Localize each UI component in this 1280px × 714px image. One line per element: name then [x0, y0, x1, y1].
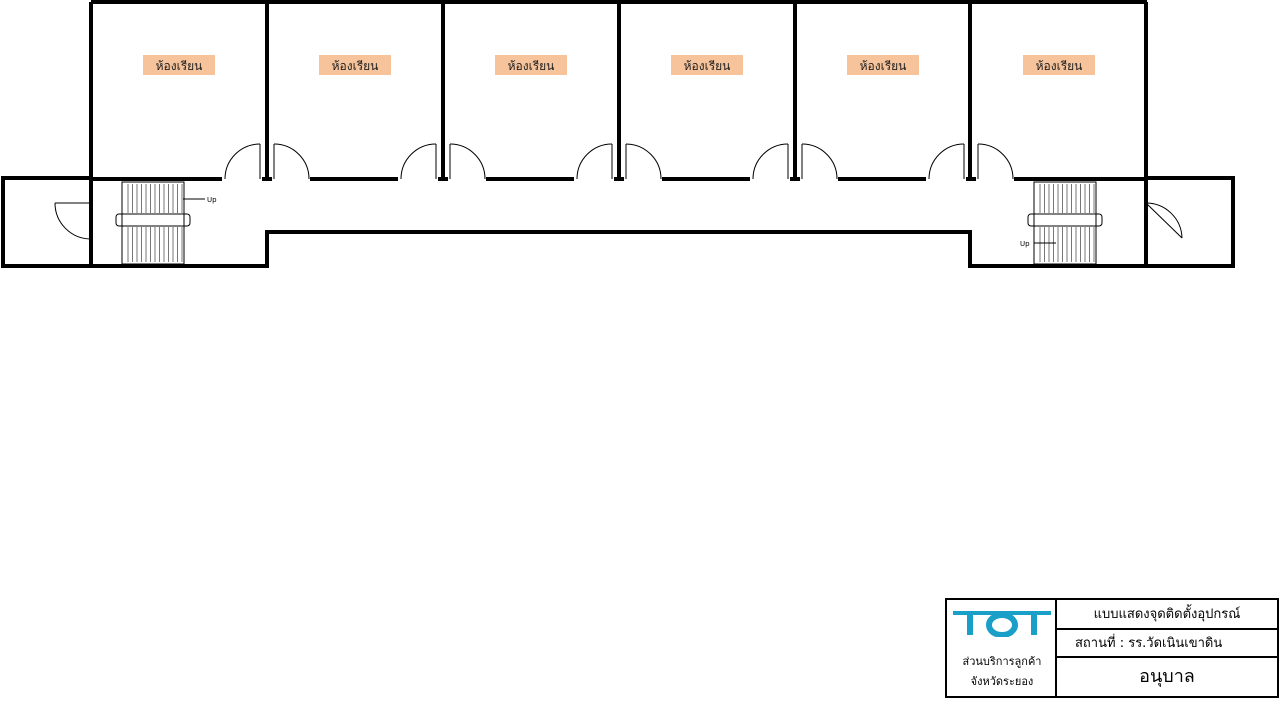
room-1: ห้องเรียน: [143, 55, 215, 75]
title-block-logo-cell: ส่วนบริการลูกค้า จังหวัดระยอง: [947, 600, 1057, 696]
drawing-title: แบบแสดงจุดติดตั้งอุปกรณ์: [1057, 600, 1277, 630]
room-3-label: ห้องเรียน: [508, 59, 555, 73]
room-1-label: ห้องเรียน: [156, 59, 203, 73]
room-6: ห้องเรียน: [1023, 55, 1095, 75]
room-2-label: ห้องเรียน: [332, 59, 379, 73]
stair-right: Up: [1020, 181, 1103, 265]
room-2: ห้องเรียน: [319, 55, 391, 75]
stair-right-up-label: Up: [1020, 240, 1030, 248]
room-5-label: ห้องเรียน: [860, 59, 907, 73]
tot-logo: [953, 611, 1051, 637]
department-line-1: ส่วนบริการลูกค้า: [962, 655, 1042, 668]
location-label: สถานที่ : รร.วัดเนินเขาดิน: [1057, 630, 1277, 658]
stair-left-up-label: Up: [207, 196, 217, 204]
room-4: ห้องเรียน: [671, 55, 743, 75]
room-labels: ห้องเรียน ห้องเรียน ห้องเรียน ห้องเรียน …: [143, 55, 1095, 75]
room-6-label: ห้องเรียน: [1036, 59, 1083, 73]
room-4-label: ห้องเรียน: [684, 59, 731, 73]
title-block: ส่วนบริการลูกค้า จังหวัดระยอง แบบแสดงจุด…: [945, 598, 1279, 698]
room-3: ห้องเรียน: [495, 55, 567, 75]
floor-name: อนุบาล: [1139, 666, 1195, 687]
room-5: ห้องเรียน: [847, 55, 919, 75]
department-line-2: จังหวัดระยอง: [970, 675, 1034, 688]
doors: [54, 143, 1183, 240]
building-walls: [1, 0, 1235, 268]
stair-left: Up: [115, 181, 217, 265]
